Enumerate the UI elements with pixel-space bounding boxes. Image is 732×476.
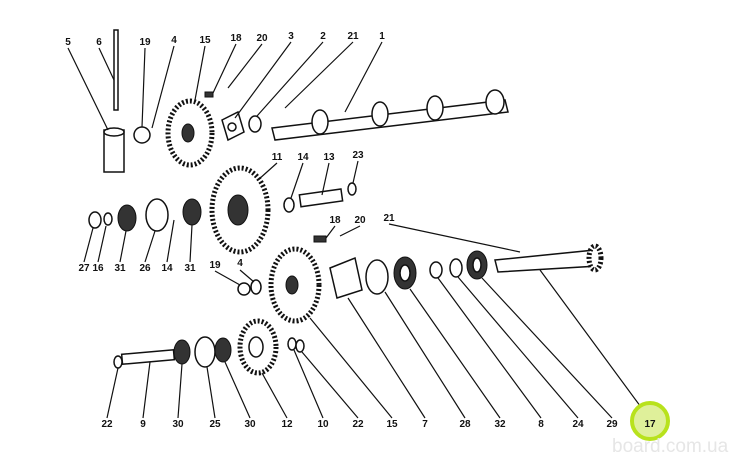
plate-part-3 (221, 110, 245, 142)
camshaft-part-1 (271, 89, 509, 141)
bearing-part-31-left (117, 204, 137, 232)
pin-part-13 (298, 188, 344, 208)
rod-part-6 (113, 29, 119, 111)
bearing-part-30-left (173, 339, 191, 365)
washer-part-2 (248, 115, 262, 133)
label: 3 (288, 31, 294, 42)
label: 21 (347, 31, 359, 42)
label: 26 (139, 263, 151, 274)
ring-part-28 (365, 259, 389, 295)
label: 10 (317, 419, 329, 430)
label: 17 (644, 419, 656, 430)
shaft-part-17 (494, 243, 604, 273)
label: 13 (323, 152, 335, 163)
bushing-part-19-mid (237, 279, 262, 296)
label: 24 (572, 419, 584, 430)
bearing-part-32 (393, 256, 417, 290)
label: 31 (114, 263, 126, 274)
washer-parts-27-16 (88, 211, 113, 229)
leader-lines (67, 41, 650, 419)
label: 4 (171, 35, 177, 46)
label: 14 (297, 152, 309, 163)
bolt-part-18-top (204, 91, 214, 98)
bearing-part-31-right (182, 198, 202, 226)
gear-part-12 (237, 318, 279, 376)
label: 30 (244, 419, 256, 430)
label: 23 (352, 150, 364, 161)
parts-8-24 (429, 258, 463, 279)
label: 11 (272, 152, 283, 163)
label: 15 (386, 419, 398, 430)
label: 8 (538, 419, 544, 430)
tappet-part-5 (103, 127, 125, 173)
label: 18 (230, 33, 242, 44)
label: 28 (459, 419, 471, 430)
label: 6 (96, 37, 102, 48)
label: 1 (379, 31, 385, 42)
label: 16 (92, 263, 104, 274)
bearing-part-30-right (214, 337, 232, 363)
label: 32 (494, 419, 506, 430)
label: 22 (352, 419, 364, 430)
label: 20 (256, 33, 268, 44)
label: 31 (184, 263, 196, 274)
label: 27 (78, 263, 90, 274)
label: 2 (320, 31, 326, 42)
label: 14 (161, 263, 173, 274)
gear-part-11 (209, 165, 271, 255)
label: 4 (237, 258, 243, 269)
label: 18 (329, 215, 341, 226)
label: 30 (172, 419, 184, 430)
label: 15 (199, 35, 211, 46)
plate-part-7 (329, 256, 363, 299)
ring-part-25 (194, 336, 216, 368)
gear-part-15-top (165, 98, 215, 168)
watermark: board.com.ua (612, 436, 729, 457)
washers-10-22 (287, 337, 305, 353)
ring-part-23 (347, 182, 357, 196)
ring-part-26 (145, 198, 169, 232)
ring-part-14 (283, 197, 295, 213)
pin-part-9 (113, 348, 176, 369)
highlight-marker (630, 401, 670, 441)
label: 9 (140, 419, 146, 430)
label: 5 (65, 37, 71, 48)
label: 12 (281, 419, 293, 430)
bolt-part-18-mid (313, 235, 327, 243)
part-labels: 5 6 19 4 15 18 20 3 2 21 1 11 14 13 23 1… (65, 31, 656, 430)
label: 19 (209, 260, 221, 271)
label: 21 (383, 213, 395, 224)
bearing-part-29 (466, 250, 488, 280)
label: 22 (101, 419, 113, 430)
gear-part-15-low (268, 246, 322, 324)
label: 7 (422, 419, 428, 430)
label: 25 (209, 419, 221, 430)
label: 29 (606, 419, 618, 430)
label: 20 (354, 215, 366, 226)
bushing-part-19 (133, 126, 151, 144)
label: 19 (139, 37, 151, 48)
